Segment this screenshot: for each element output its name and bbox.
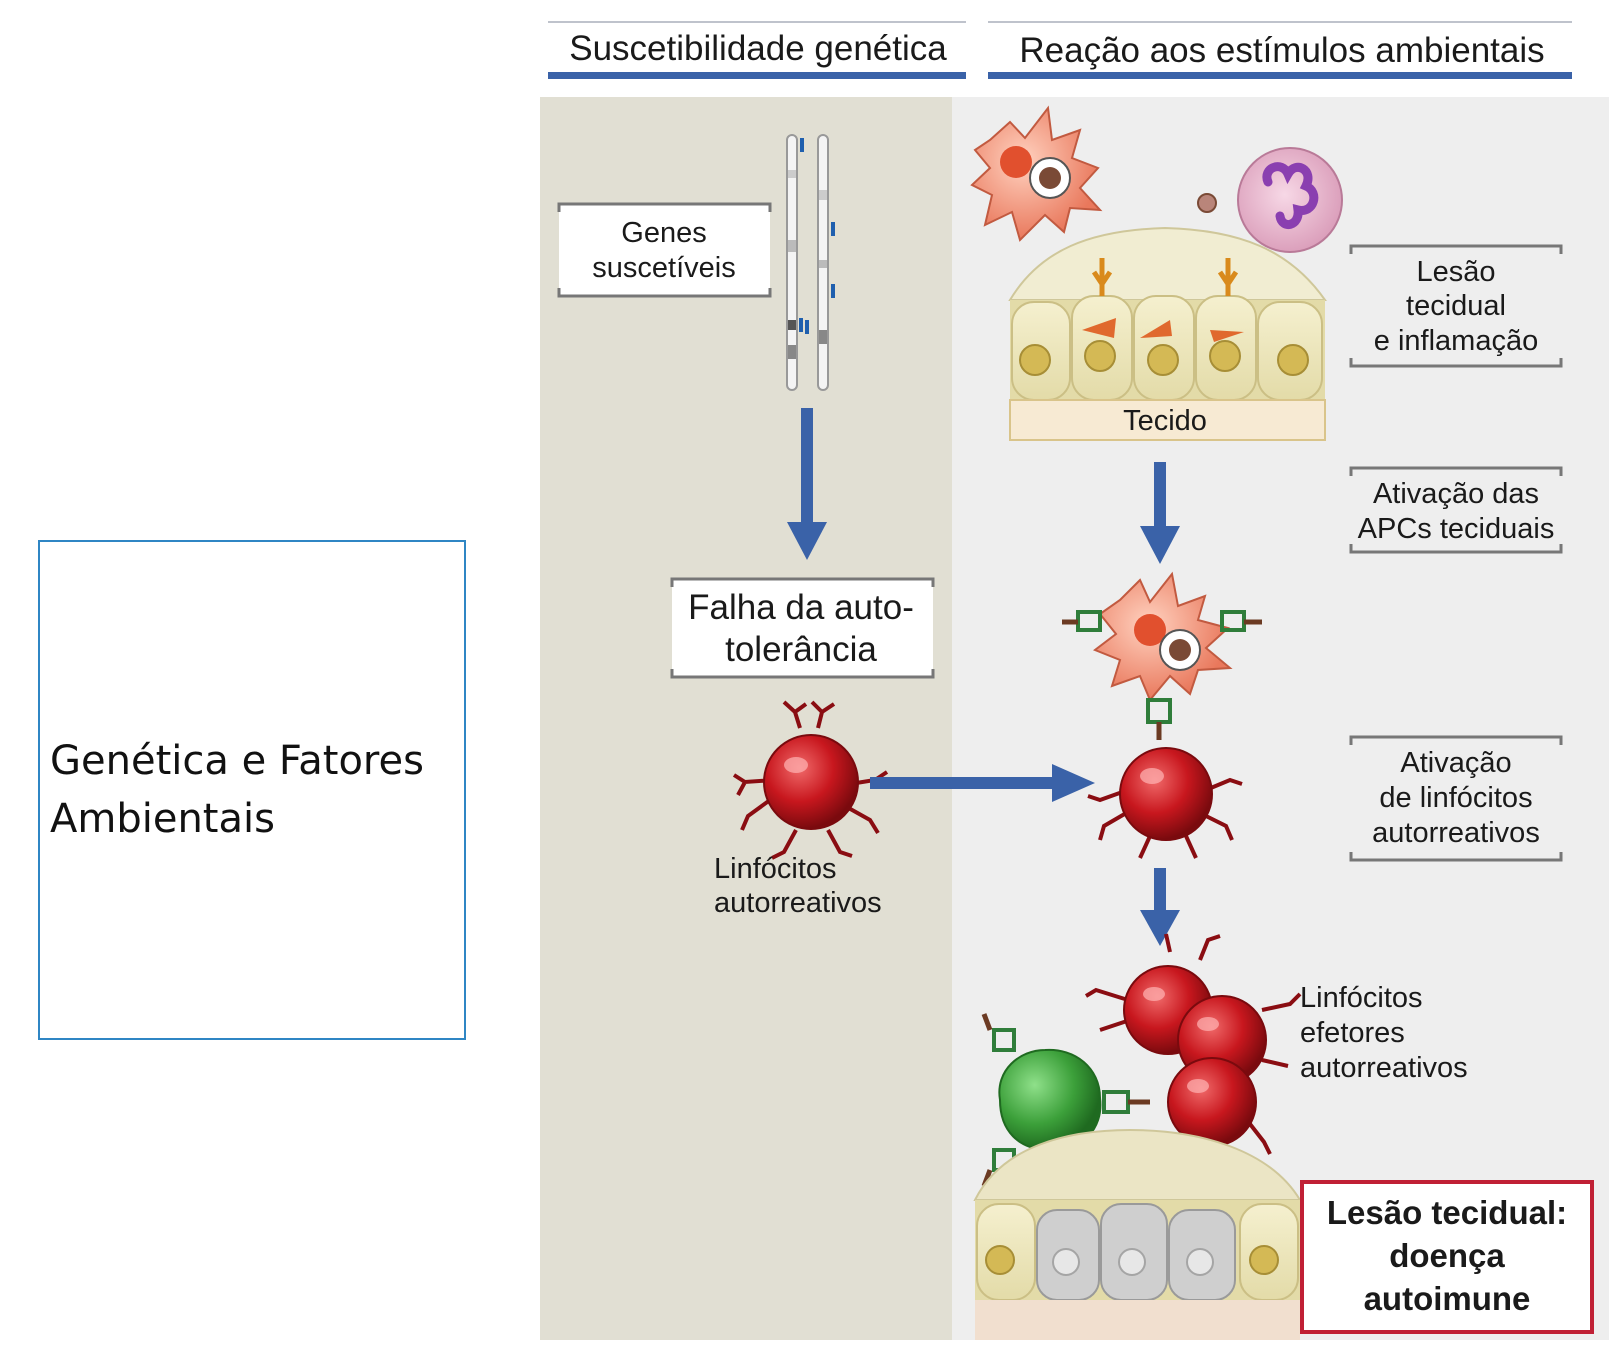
chromosome-icon: [786, 134, 835, 391]
tissue-block-upper: Tecido: [1008, 226, 1327, 441]
header-right: Reação aos estímulos ambientais: [988, 21, 1572, 79]
side-caption-text: Genética e Fatores Ambientais: [50, 738, 424, 842]
apc-label-box: Ativação das APCs teciduais: [1349, 466, 1563, 554]
svg-text:Falha da auto-: Falha da auto-: [688, 588, 914, 627]
genes-label-box: Genes suscetíveis: [557, 202, 772, 298]
lymphocyte-right-body: [1119, 747, 1213, 841]
svg-text:Reação aos estímulos ambientai: Reação aos estímulos ambientais: [1019, 31, 1544, 70]
svg-text:tecidual: tecidual: [1406, 290, 1506, 322]
svg-text:Lesão tecidual:: Lesão tecidual:: [1327, 1194, 1567, 1231]
lymphocytes-left-label-1: Linfócitos: [714, 853, 837, 885]
neutrophil-icon: [1237, 147, 1343, 253]
lymphocyte-left-body: [763, 734, 859, 830]
svg-text:autorreativos: autorreativos: [1300, 1052, 1468, 1084]
failure-label-box: Falha da auto- tolerância: [670, 577, 935, 679]
tissue-label: Tecido: [1123, 405, 1207, 437]
dendritic-cell-icon: [970, 105, 1103, 242]
tissue-block-lower: [973, 1128, 1302, 1340]
svg-text:Ativação: Ativação: [1400, 747, 1511, 779]
svg-text:suscetíveis: suscetíveis: [592, 252, 735, 284]
arrow-left-to-right: [870, 764, 1095, 802]
macrophage-icon: [981, 1013, 1150, 1187]
svg-text:autorreativos: autorreativos: [1372, 817, 1540, 849]
svg-text:Genes: Genes: [621, 217, 706, 249]
effector-label: Linfócitos efetores autorreativos: [1300, 982, 1468, 1084]
outcome-box: Lesão tecidual: doença autoimune: [1300, 1180, 1594, 1334]
arrow-genes-to-failure: [787, 408, 827, 560]
svg-text:e inflamação: e inflamação: [1374, 325, 1538, 357]
svg-text:APCs teciduais: APCs teciduais: [1358, 513, 1555, 545]
activated-apc-icon: [1062, 571, 1262, 740]
svg-text:tolerância: tolerância: [725, 630, 877, 669]
injury-label-box: Lesão tecidual e inflamação: [1349, 244, 1563, 368]
arrow-tissue-to-apc: [1140, 462, 1180, 564]
svg-text:Linfócitos: Linfócitos: [1300, 982, 1423, 1014]
left-panel: [540, 97, 952, 1340]
effector-lymphocytes: [1084, 933, 1302, 1161]
lymphocyte-right: [1087, 777, 1243, 859]
arrow-activation-to-effectors: [1140, 868, 1180, 946]
svg-text:efetores: efetores: [1300, 1017, 1405, 1049]
svg-text:Ativação das: Ativação das: [1373, 478, 1539, 510]
svg-text:Lesão: Lesão: [1416, 256, 1495, 288]
svg-text:de linfócitos: de linfócitos: [1379, 782, 1532, 814]
svg-text:Suscetibilidade genética: Suscetibilidade genética: [569, 29, 947, 68]
header-left: Suscetibilidade genética: [548, 21, 966, 79]
activation-label-box: Ativação de linfócitos autorreativos: [1349, 735, 1563, 862]
svg-text:autoimune: autoimune: [1364, 1280, 1531, 1317]
lymphocytes-left-label-2: autorreativos: [714, 887, 882, 919]
svg-text:doença: doença: [1389, 1237, 1505, 1274]
side-caption-box: Genética e Fatores Ambientais: [38, 540, 466, 1040]
